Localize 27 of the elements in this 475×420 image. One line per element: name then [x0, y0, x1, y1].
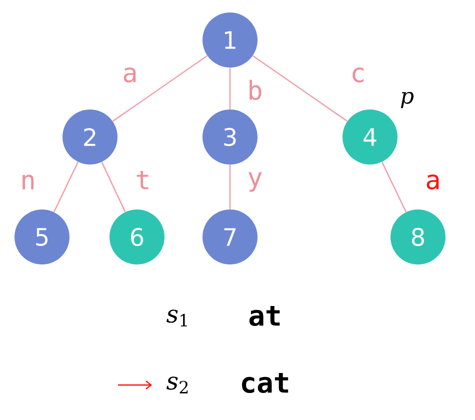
string-text: at [249, 306, 280, 326]
tree-edge [381, 162, 407, 212]
tree-edge [252, 55, 348, 122]
edge-label: n [22, 174, 34, 190]
tree-node: 7 [202, 210, 258, 264]
string-name: s$_{2}$ [166, 376, 188, 394]
tree-node: 6 [110, 210, 164, 264]
edge-label: t [136, 170, 148, 190]
edge-label: a [426, 174, 439, 190]
tree-node: 3 [202, 110, 258, 164]
edge-label: y [248, 172, 262, 192]
edge-label: b [250, 80, 262, 100]
tree-node: 2 [62, 110, 118, 164]
tree-edge [101, 162, 126, 212]
tree-edge [229, 164, 231, 210]
string-name: s$_{1}$ [166, 310, 187, 326]
tree-node: 4 [342, 110, 398, 164]
edge-label: c [352, 68, 364, 82]
tree-node: 8 [390, 210, 446, 264]
tree-node: 5 [14, 210, 70, 264]
tree-node: 1 [202, 12, 258, 68]
tree-edge [229, 68, 231, 110]
tree-edge [112, 55, 208, 122]
edge-label: a [124, 68, 136, 82]
node-label: p [400, 92, 414, 108]
string-text: cat [242, 372, 288, 393]
tree-edge [53, 162, 79, 212]
